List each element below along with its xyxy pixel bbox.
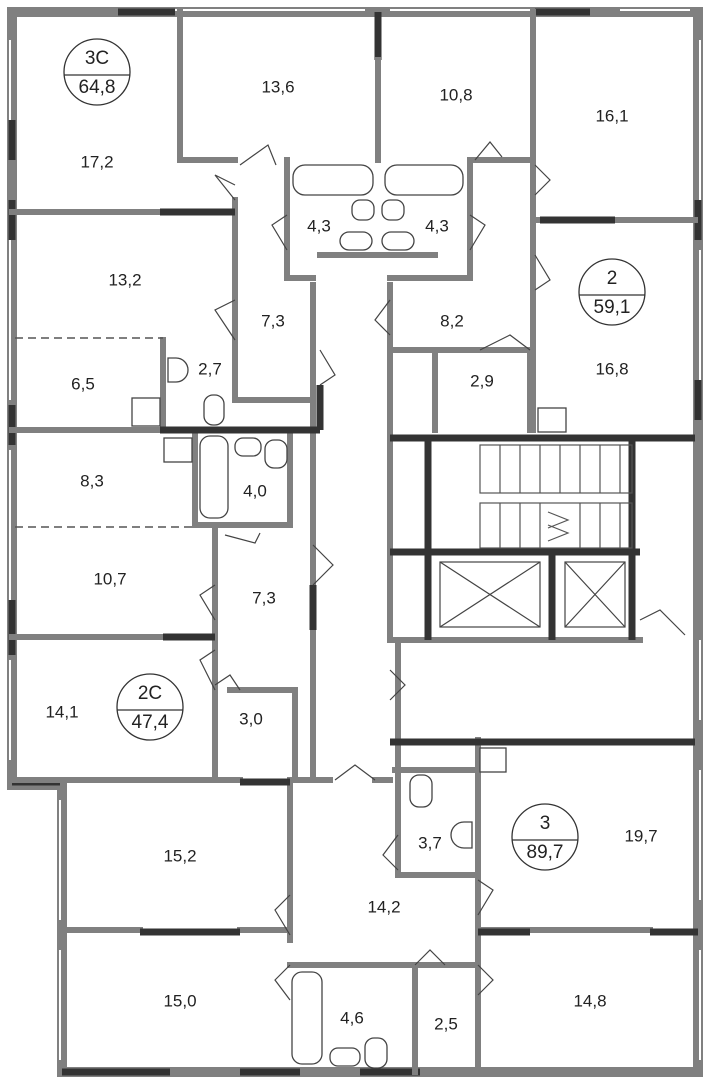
toilet-icon xyxy=(264,439,288,469)
room-area: 4,6 xyxy=(340,1008,364,1027)
bathtub-icon xyxy=(291,971,323,1065)
room-area: 4,0 xyxy=(243,481,267,500)
room-area: 19,7 xyxy=(624,826,657,845)
room-area: 16,8 xyxy=(595,359,628,378)
room-area: 8,2 xyxy=(440,311,464,330)
apartment-type: 3С xyxy=(85,48,109,69)
toilet-icon xyxy=(339,231,373,251)
sink-icon xyxy=(479,747,507,773)
apartment-type: 3 xyxy=(540,813,551,834)
room-area: 17,2 xyxy=(80,152,113,171)
apartment-badge-3: 3 89,7 xyxy=(511,803,579,871)
room-area: 15,2 xyxy=(163,846,196,865)
room-area: 8,3 xyxy=(80,471,104,490)
sink-icon xyxy=(167,357,189,383)
room-area: 3,7 xyxy=(418,833,442,852)
room-area: 15,0 xyxy=(163,991,196,1010)
apartment-type: 2 xyxy=(607,268,618,289)
sink-icon xyxy=(329,1047,361,1067)
sink-icon xyxy=(131,397,161,427)
apartment-area: 89,7 xyxy=(527,842,564,863)
elevator-shafts xyxy=(439,561,626,628)
room-labels: 17,2 13,6 10,8 16,1 4,3 4,3 13,2 7,3 8,2… xyxy=(45,77,657,1033)
doors xyxy=(199,141,686,1001)
room-area: 7,3 xyxy=(261,311,285,330)
room-area: 14,1 xyxy=(45,702,78,721)
room-area: 2,9 xyxy=(470,371,494,390)
room-area: 2,5 xyxy=(434,1014,458,1033)
apartment-badge-2c: 2С 47,4 xyxy=(116,673,184,741)
toilet-icon xyxy=(364,1037,388,1069)
sink-icon xyxy=(450,821,473,849)
room-area: 2,7 xyxy=(198,359,222,378)
apartment-badge-2: 2 59,1 xyxy=(578,258,646,326)
room-area: 4,3 xyxy=(425,216,449,235)
apartment-area: 47,4 xyxy=(132,712,169,733)
interior-walls xyxy=(9,9,698,1075)
room-area: 7,3 xyxy=(252,588,276,607)
room-area: 16,1 xyxy=(595,106,628,125)
apartment-badge-3c: 3С 64,8 xyxy=(63,38,131,106)
room-area: 10,8 xyxy=(439,85,472,104)
room-area: 3,0 xyxy=(239,709,263,728)
toilet-icon xyxy=(409,774,433,808)
bathtub-icon xyxy=(292,164,374,196)
sink-icon xyxy=(537,407,567,433)
apartment-area: 59,1 xyxy=(594,297,631,318)
sink-icon xyxy=(381,199,405,221)
sink-icon xyxy=(234,437,262,457)
room-area: 10,7 xyxy=(93,569,126,588)
bathtub-icon xyxy=(384,164,464,196)
room-area: 14,8 xyxy=(573,991,606,1010)
apartment-type: 2С xyxy=(138,683,162,704)
room-area: 6,5 xyxy=(71,374,95,393)
sink-icon xyxy=(351,199,375,221)
bathtub-icon xyxy=(199,435,229,519)
apartment-area: 64,8 xyxy=(79,77,116,98)
room-area: 13,6 xyxy=(261,77,294,96)
dashed-zone-lines xyxy=(15,337,195,528)
room-area: 4,3 xyxy=(307,216,331,235)
toilet-icon xyxy=(203,394,225,426)
toilet-icon xyxy=(381,231,415,251)
staircase xyxy=(479,444,633,549)
plumbing-fixtures xyxy=(131,164,567,1069)
room-area: 14,2 xyxy=(367,897,400,916)
sink-icon xyxy=(163,437,193,463)
room-area: 13,2 xyxy=(108,270,141,289)
